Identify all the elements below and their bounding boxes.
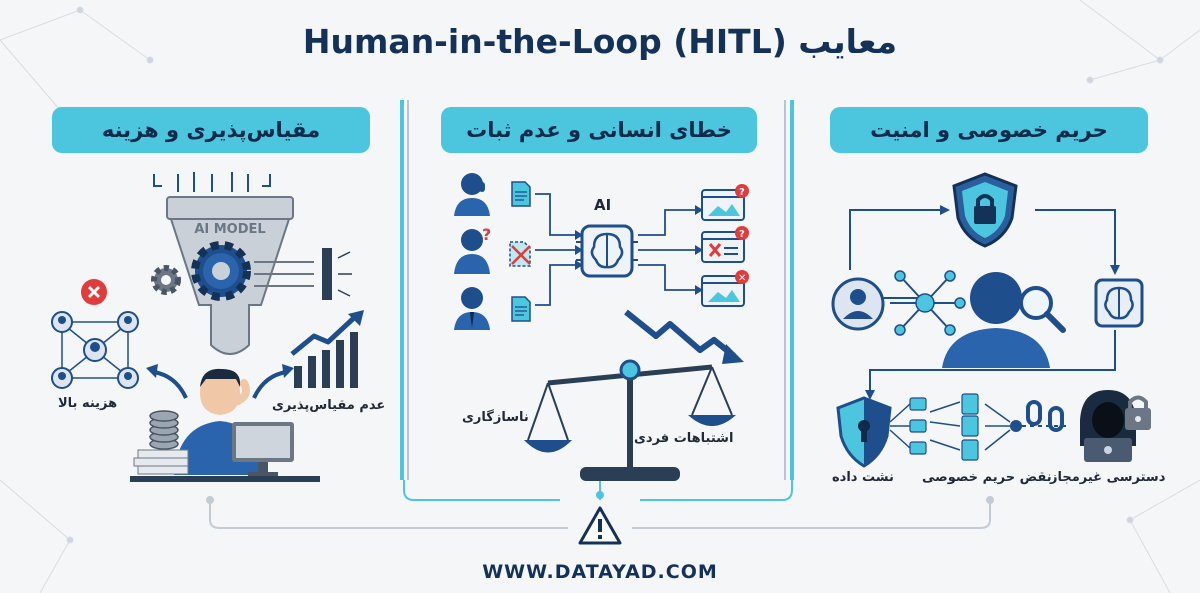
label-individual-errors: اشتباهات فردی <box>634 431 734 446</box>
padlock-icon <box>1125 395 1151 430</box>
error-flow-lines <box>535 193 703 306</box>
input-arrows <box>153 172 271 192</box>
heading-scale: مقیاس‌پذیری و هزینه <box>52 107 370 153</box>
svg-text:✕: ✕ <box>738 273 746 284</box>
label-unauthorized-access: دسترسی غیرمجاز <box>1050 470 1166 485</box>
output-flow-arrows <box>254 248 352 300</box>
document-icon-top <box>511 181 531 207</box>
label-not-scalable: عدم مقیاس‌پذیری <box>272 398 386 413</box>
image-window-icon-bottom: ✕ <box>701 270 749 307</box>
privacy-flow-lines <box>849 205 1120 400</box>
people-network-icon <box>51 311 139 389</box>
warning-icon <box>578 506 622 545</box>
magnifier-icon <box>1019 286 1066 333</box>
person-icon-bottom <box>454 287 490 330</box>
data-leak-flow <box>889 393 1022 461</box>
x-badge-icon <box>81 279 107 305</box>
scale-icon <box>524 359 736 481</box>
label-ai: AI <box>594 196 612 214</box>
image-window-icon-top: ? <box>701 184 749 221</box>
shield-keyhole-icon <box>836 396 892 468</box>
label-privacy-violation: نقض حریم خصوصی <box>922 470 1052 485</box>
label-inconsistency: ناسازگاری <box>462 410 529 425</box>
broken-document-icon <box>509 241 531 267</box>
heading-privacy: حریم خصوصی و امنیت <box>830 107 1148 153</box>
coins-icon <box>149 410 179 450</box>
person-silhouette-icon <box>942 272 1050 368</box>
paper-stack-icon <box>130 449 320 482</box>
svg-text:?: ? <box>739 187 745 198</box>
uptrend-chart-icon <box>290 310 364 388</box>
document-icon-bottom <box>511 296 531 322</box>
label-ai-model: AI MODEL <box>194 222 265 237</box>
user-icon <box>831 277 885 331</box>
label-data-leak: نشت داده <box>832 470 894 485</box>
small-gear-icon <box>151 265 181 295</box>
ai-brain-chip-icon <box>576 224 638 278</box>
computer-icon <box>232 422 294 477</box>
curved-arrows <box>146 364 294 399</box>
broken-chain-icon <box>1022 400 1070 432</box>
person-icon-top <box>454 173 490 216</box>
shield-lock-icon <box>952 172 1018 248</box>
network-icon <box>890 270 966 336</box>
person-icon-middle: ? <box>454 225 491 274</box>
label-high-cost: هزینه بالا <box>58 396 118 411</box>
page-title: معایب Human-in-the-Loop (HITL) <box>302 22 898 61</box>
svg-text:?: ? <box>739 229 745 240</box>
hacker-icon <box>1080 390 1136 462</box>
downtrend-arrow-icon <box>624 309 744 364</box>
brain-chip-icon <box>1094 278 1144 328</box>
x-window-icon: ? <box>701 226 749 263</box>
heading-error: خطای انسانی و عدم ثبات <box>441 107 757 153</box>
svg-text:?: ? <box>482 225 491 244</box>
website-url: WWW.DATAYAD.COM <box>482 561 718 583</box>
gear-icon <box>191 241 251 301</box>
